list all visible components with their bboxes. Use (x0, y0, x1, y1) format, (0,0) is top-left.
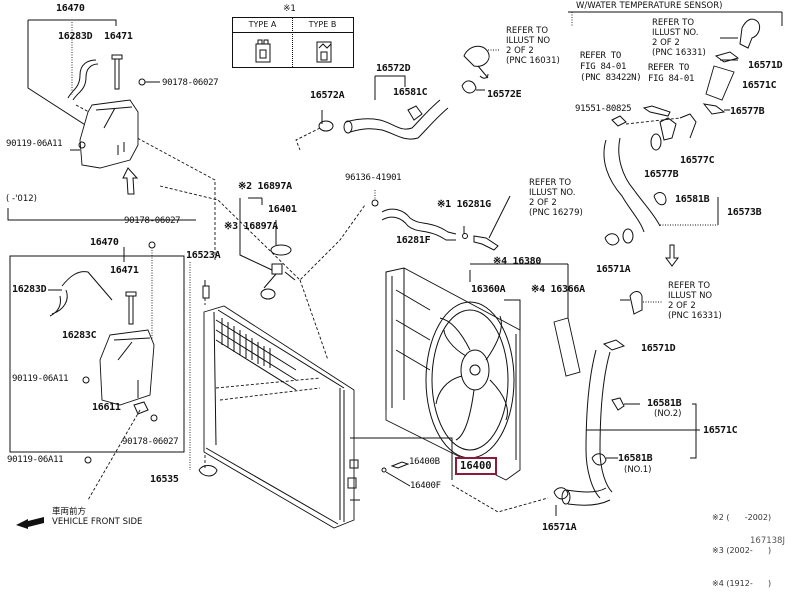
reservoir-lower-group (48, 241, 158, 501)
part-16581c[interactable]: 16581C (393, 87, 428, 98)
type-table-note: ※1 (283, 4, 296, 14)
part-90119-06a11[interactable]: 90119-06A11 (6, 139, 63, 149)
part-90119-06a11-outer[interactable]: 90119-06A11 (7, 455, 64, 465)
part-16572d[interactable]: 16572D (376, 63, 411, 74)
type-a-label: TYPE A (248, 20, 277, 29)
part-16470[interactable]: 16470 (56, 3, 85, 14)
water-temp-sensor-header: W/WATER TEMPERATURE SENSOR) (576, 1, 723, 11)
part-16577c[interactable]: 16577C (680, 155, 715, 166)
front-side-label-en: VEHICLE FRONT SIDE (52, 517, 143, 527)
type-table-divider (292, 18, 293, 67)
parts-diagram: ※1 TYPE A TYPE B W/WATER TEMPERATURE SEN… (6, 1, 785, 588)
legend-item: ※4 (1912- ) (712, 579, 772, 588)
part-16360a[interactable]: 16360A (471, 284, 506, 295)
part-16897a-2[interactable]: ※2 16897A (238, 181, 292, 192)
refer-pnc-16331-mid[interactable]: REFER TO ILLUST NO 2 OF 2 (PNC 16331) (668, 281, 722, 321)
no2-label: (NO.2) (654, 409, 682, 419)
upper-hose-group (295, 45, 500, 151)
refer-fig-84-01-pnc-83422n[interactable]: REFER TO FIG 84-01 (PNC 83422N) (580, 51, 642, 83)
part-16577b-right[interactable]: 16577B (730, 106, 765, 117)
diagram-artwork (7, 11, 783, 529)
part-16572e[interactable]: 16572E (487, 89, 522, 100)
type-table: TYPE A TYPE B (232, 17, 354, 68)
figure-code: 167138J (750, 536, 785, 546)
part-16400b[interactable]: 16400B (409, 457, 440, 467)
part-90178-06027-box2[interactable]: 90178-06027 (122, 437, 179, 447)
refer-fig-84-01[interactable]: REFER TO FIG 84-01 (648, 63, 695, 84)
front-side-label-jp: 車両前方 (52, 507, 87, 517)
part-90178-06027-box[interactable]: 90178-06027 (124, 216, 181, 226)
refer-pnc-16331-top[interactable]: REFER TO ILLUST NO. 2 OF 2 (PNC 16331) (652, 18, 706, 58)
legend-item: ※2 ( -2002) (712, 513, 772, 522)
part-16571c-bottom[interactable]: 16571C (703, 425, 738, 436)
part-16470-box[interactable]: 16470 (90, 237, 119, 248)
part-16571c-top[interactable]: 16571C (742, 80, 777, 91)
part-16571d-top[interactable]: 16571D (748, 60, 783, 71)
type-b-label: TYPE B (308, 20, 337, 29)
year-range-header: ( -'012) (6, 194, 37, 204)
part-16581b-no1[interactable]: 16581B (618, 453, 653, 464)
no1-label: (NO.1) (624, 465, 652, 475)
part-16571d-mid[interactable]: 16571D (641, 343, 676, 354)
part-16471-box[interactable]: 16471 (110, 265, 139, 276)
part-16283d-box[interactable]: 16283D (12, 284, 47, 295)
part-90178-06027[interactable]: 90178-06027 (162, 78, 219, 88)
part-96136-41901[interactable]: 96136-41901 (345, 173, 402, 183)
part-16281g[interactable]: ※1 16281G (437, 199, 491, 210)
drain-cock-group (350, 437, 549, 513)
part-16581b-top[interactable]: 16581B (675, 194, 710, 205)
part-16611[interactable]: 16611 (92, 402, 121, 413)
bypass-hose-group (371, 190, 511, 251)
part-16571a-bottom[interactable]: 16571A (542, 522, 577, 533)
type-table-header (233, 18, 353, 33)
part-16571a-mid[interactable]: 16571A (596, 264, 631, 275)
radiator-group (189, 262, 360, 529)
part-16283d[interactable]: 16283D (58, 31, 93, 42)
part-16572a[interactable]: 16572A (310, 90, 345, 101)
part-16283c[interactable]: 16283C (62, 330, 97, 341)
arrow-left-icon (14, 516, 46, 530)
legend-item: ※3 (2002- ) (712, 546, 772, 555)
reservoir-top-group (27, 19, 216, 260)
part-16380[interactable]: ※4 16380 (493, 256, 542, 267)
refer-pnc-16279[interactable]: REFER TO ILLUST NO. 2 OF 2 (PNC 16279) (529, 178, 583, 218)
clamp-type-icons (255, 39, 332, 63)
part-16573b[interactable]: 16573B (727, 207, 762, 218)
part-16400f[interactable]: 16400F (410, 481, 441, 491)
refer-pnc-16031[interactable]: REFER TO ILLUST NO 2 OF 2 (PNC 16031) (506, 26, 560, 66)
part-16366a[interactable]: ※4 16366A (531, 284, 585, 295)
part-16523a[interactable]: 16523A (186, 250, 221, 261)
part-16281f[interactable]: 16281F (396, 235, 431, 246)
filler-neck-group (159, 185, 366, 361)
part-16535[interactable]: 16535 (150, 474, 179, 485)
part-90119-06a11-box[interactable]: 90119-06A11 (12, 374, 69, 384)
part-16471[interactable]: 16471 (104, 31, 133, 42)
part-16897a-3[interactable]: ※3 16897A (224, 221, 278, 232)
part-16577b-bottom[interactable]: 16577B (644, 169, 679, 180)
part-16400-highlighted[interactable]: 16400 (455, 457, 497, 475)
right-hose-group (553, 11, 783, 516)
front-arrow-shape (16, 517, 44, 529)
part-16581b-no2[interactable]: 16581B (647, 398, 682, 409)
part-16401[interactable]: 16401 (268, 204, 297, 215)
part-91551-80825[interactable]: 91551-80825 (575, 104, 632, 114)
